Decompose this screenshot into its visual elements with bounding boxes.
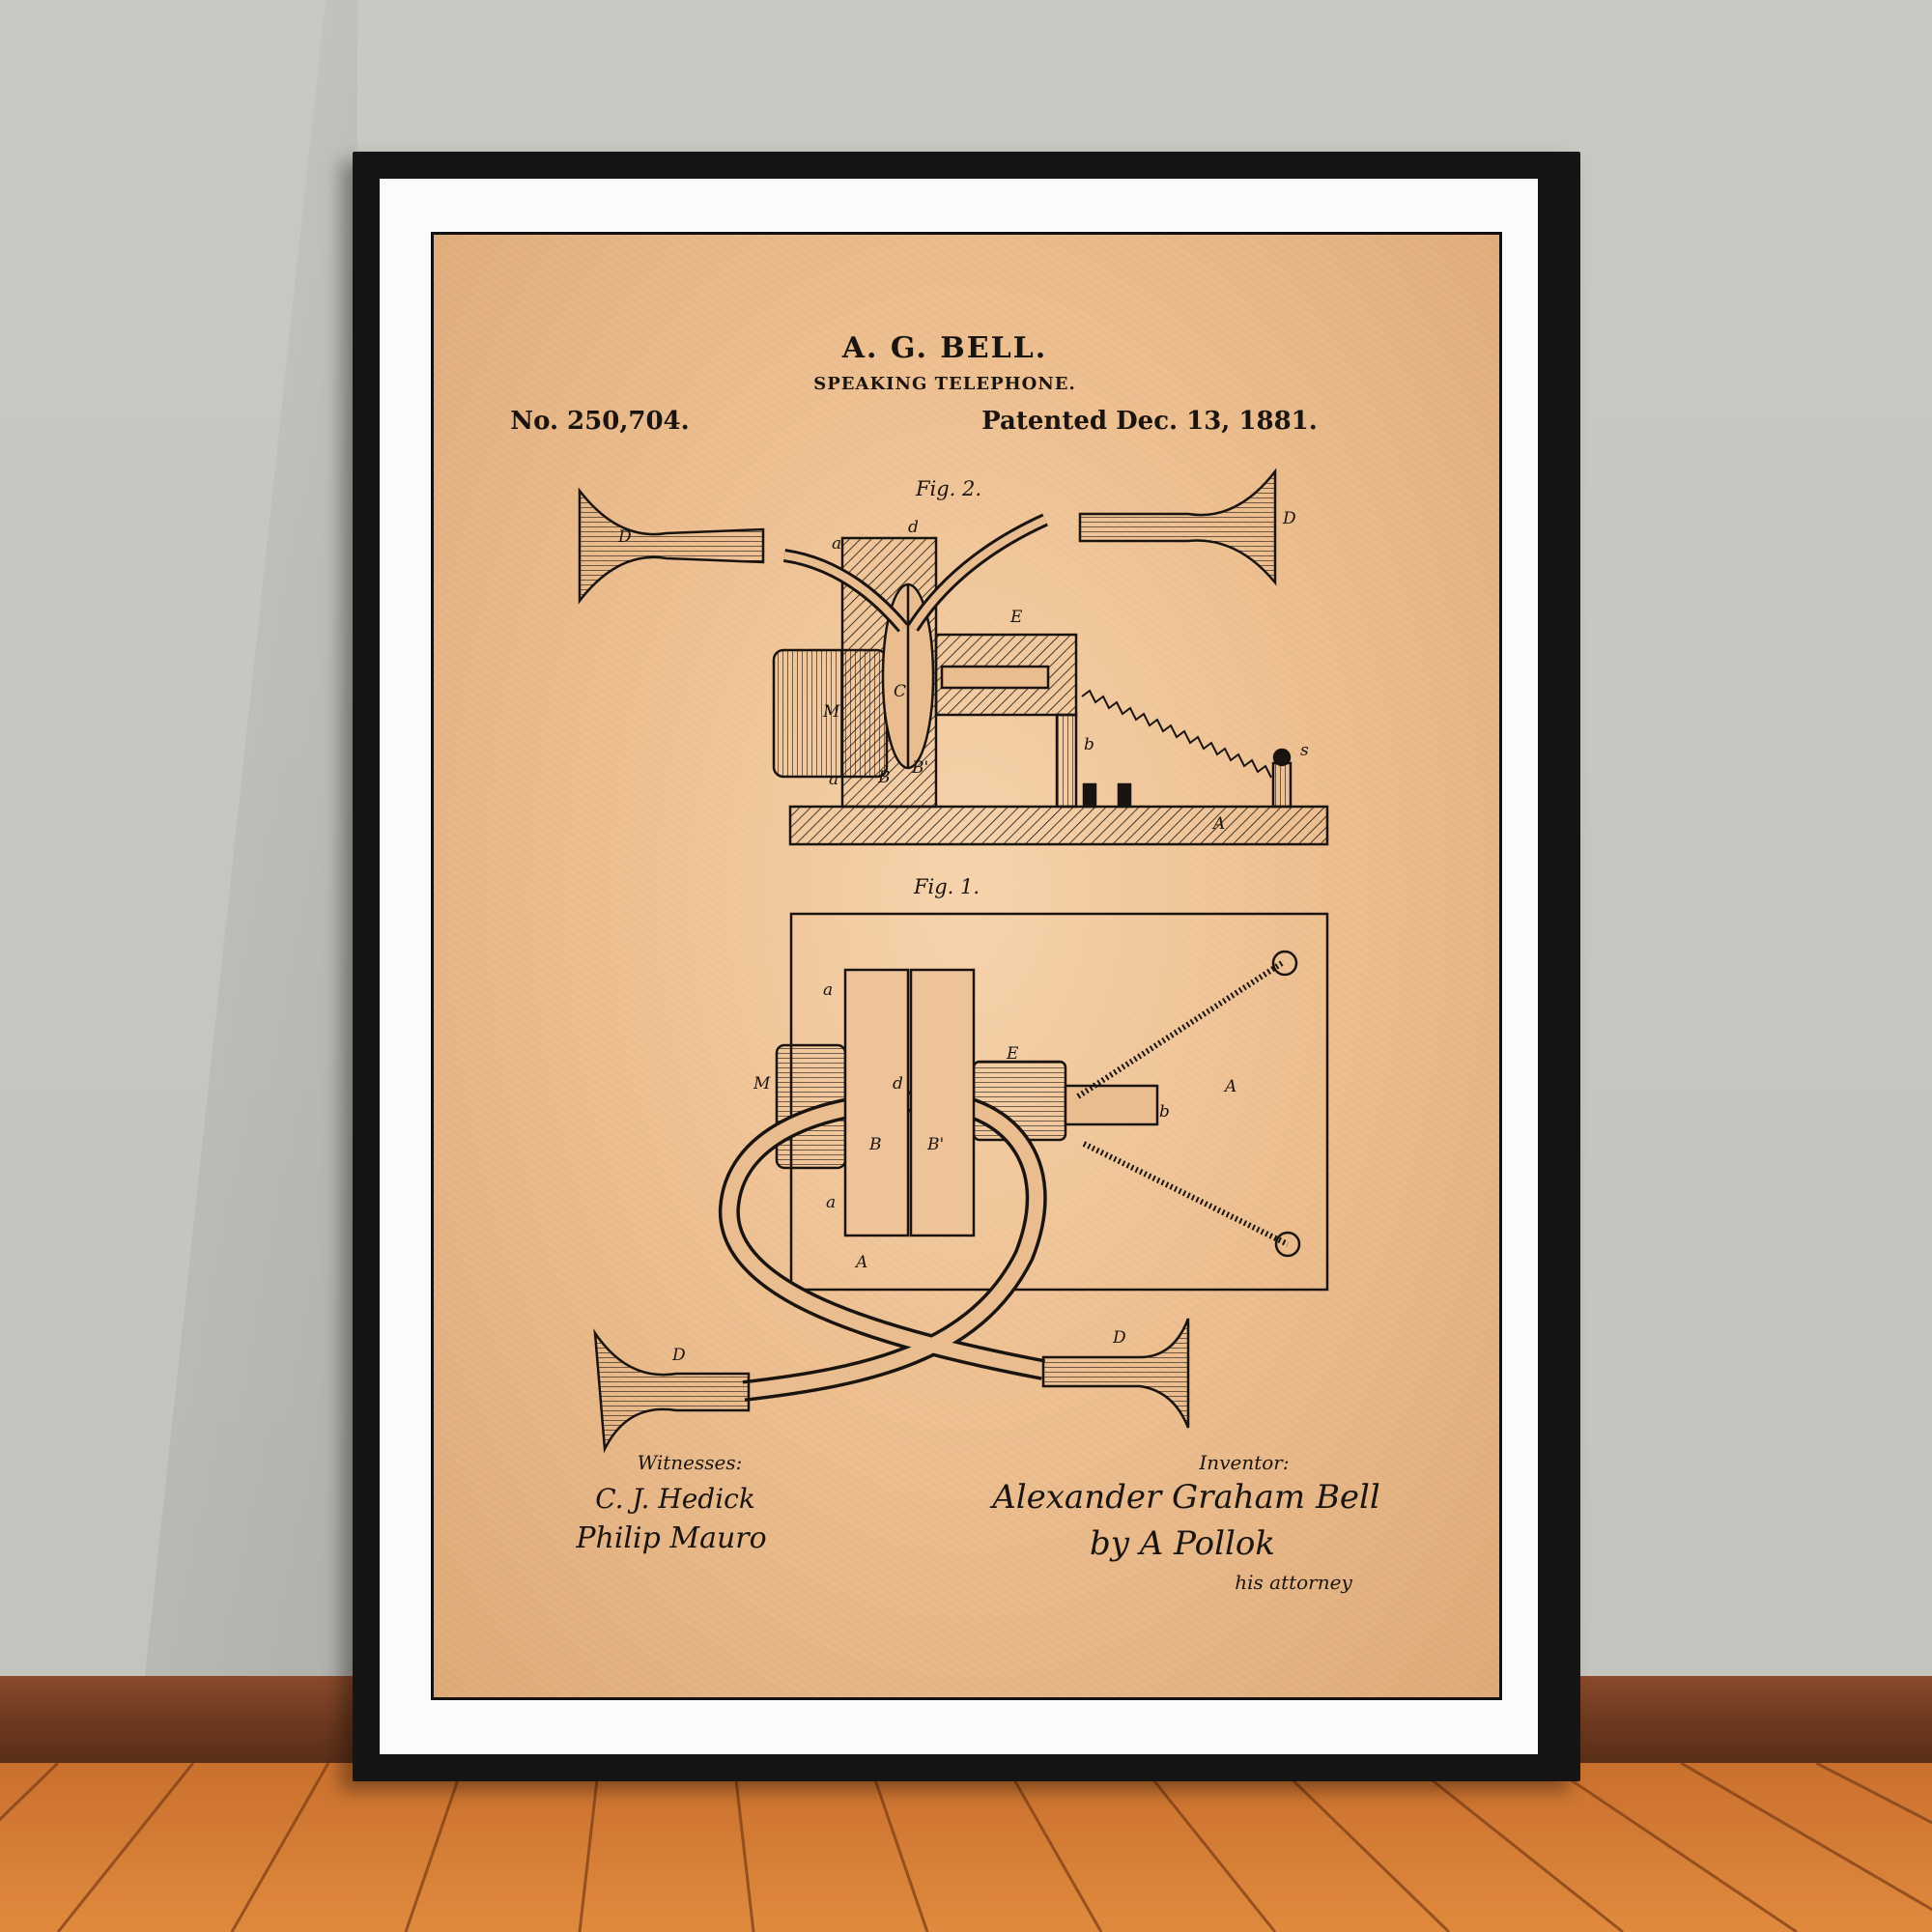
attorney-label: his attorney (1235, 1571, 1352, 1594)
inventor-label: Inventor: (1199, 1451, 1290, 1474)
wood-floor (0, 1763, 1932, 1932)
patent-date: Patented Dec. 13, 1881. (981, 407, 1318, 436)
witness-signature-1: C. J. Hedick (595, 1483, 755, 1515)
fig1-caption: Fig. 1. (913, 875, 980, 898)
poster-title: A. G. BELL. (841, 331, 1048, 365)
fig2-caption: Fig. 2. (915, 477, 982, 500)
patent-number: No. 250,704. (510, 407, 690, 436)
witness-signature-2: Philip Mauro (576, 1521, 767, 1555)
inventor-signature: Alexander Graham Bell (992, 1478, 1380, 1517)
poster-subtitle: SPEAKING TELEPHONE. (813, 374, 1076, 394)
attorney-signature: by A Pollok (1090, 1524, 1275, 1563)
witnesses-label: Witnesses: (637, 1451, 743, 1474)
